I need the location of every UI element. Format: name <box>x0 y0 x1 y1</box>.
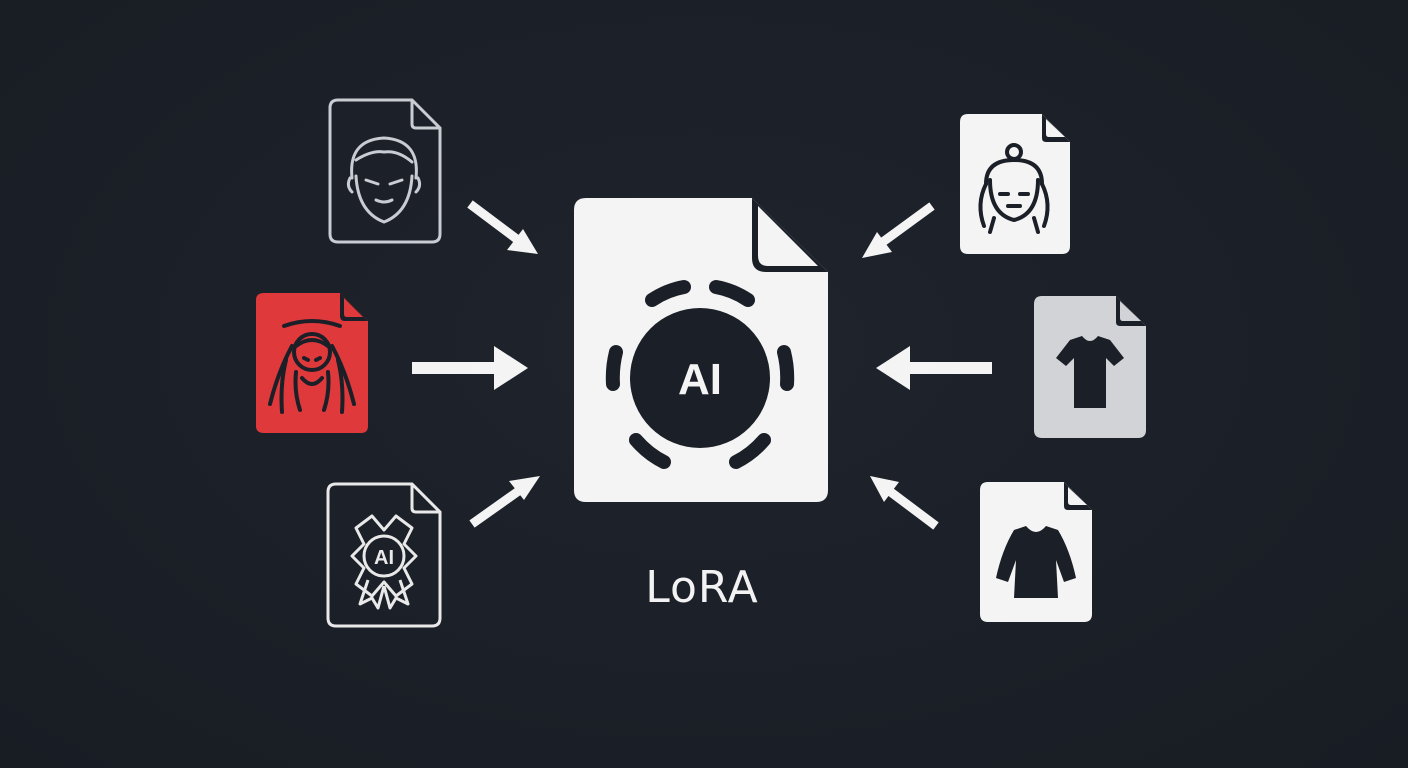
input-character-file-white <box>960 114 1070 254</box>
arrow-left-top <box>467 200 538 254</box>
input-tshirt-file <box>1034 296 1146 438</box>
tshirt-icon <box>1056 336 1124 408</box>
center-model-file: AI <box>574 198 828 502</box>
ai-badge-icon <box>350 514 418 610</box>
arrow-left-middle <box>412 346 528 390</box>
ai-core-icon: AI <box>605 280 795 469</box>
input-character-file-red <box>256 293 368 433</box>
arrow-right-middle <box>876 346 992 390</box>
lora-caption: LoRA <box>645 562 759 613</box>
arrows <box>412 200 992 530</box>
input-face-file <box>328 98 442 244</box>
ai-badge-label: AI <box>374 547 394 569</box>
girl-character-icon <box>978 143 1050 234</box>
long-sleeve-shirt-icon <box>996 526 1076 598</box>
input-ai-badge-file: AI <box>326 482 442 628</box>
arrow-left-bottom <box>469 476 540 528</box>
face-icon <box>346 136 422 224</box>
arrow-right-top <box>862 202 935 258</box>
character-icon <box>268 319 356 414</box>
arrow-right-bottom <box>870 476 939 530</box>
input-long-sleeve-file <box>980 482 1092 622</box>
center-ai-label: AI <box>678 355 722 404</box>
